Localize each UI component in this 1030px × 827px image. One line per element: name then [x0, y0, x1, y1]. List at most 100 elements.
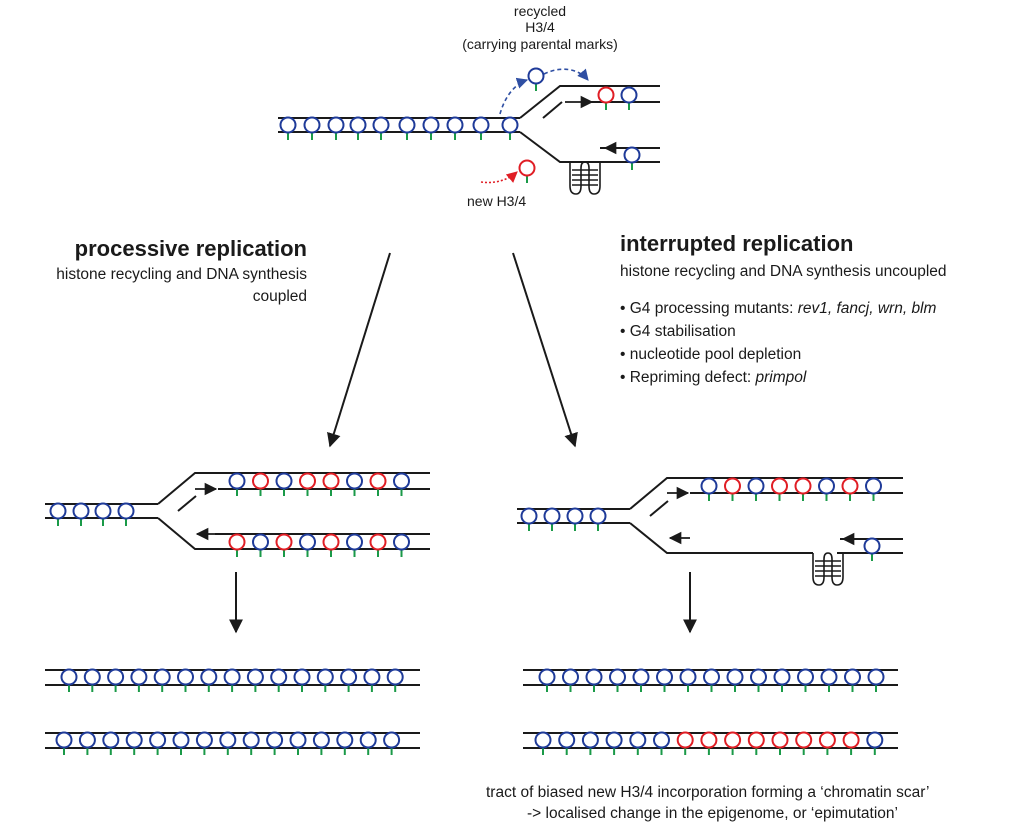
cause-bullet: • Repriming defect: primpol [620, 369, 807, 386]
parental-histone [49, 502, 67, 526]
parental-histone [359, 731, 377, 755]
new-histone [724, 477, 741, 501]
parental-histone [372, 116, 390, 140]
parental-histone [346, 472, 363, 496]
new-histone [322, 472, 340, 496]
parental-histone [609, 668, 626, 692]
parental-histone [279, 116, 297, 140]
parental-histone [125, 731, 143, 755]
recycled-label-1: recycled [514, 3, 566, 19]
parental-histone [543, 507, 561, 531]
new-histone [322, 533, 340, 557]
parental-histone [346, 533, 363, 557]
parental-histone [538, 668, 556, 692]
parental-histone [623, 146, 641, 170]
new-histone [771, 477, 788, 501]
parental-histone [228, 472, 246, 496]
arrow-to-interrupted [512, 252, 578, 448]
parental-histone [289, 731, 307, 755]
parental-histone [472, 116, 490, 140]
parental-histone [336, 731, 354, 755]
parental-histone [172, 731, 190, 755]
new-histone [842, 731, 860, 755]
parental-histone [818, 477, 835, 501]
parental-histone [102, 731, 120, 755]
new-histone [771, 731, 789, 755]
cause-bullet: • G4 stabilisation [620, 323, 736, 340]
new-histone [518, 159, 536, 183]
lagging-parental-strand [519, 131, 660, 163]
footer-line-1: tract of biased new H3/4 incorporation f… [486, 784, 929, 801]
parental-histone [55, 731, 73, 755]
processive-subtitle-2: coupled [253, 288, 307, 305]
recycle-arrow-down [543, 68, 589, 81]
parental-histone [303, 116, 321, 140]
parental-histone [94, 502, 112, 526]
parental-histone [149, 731, 167, 755]
new-histone [252, 472, 269, 496]
parental-histone [566, 507, 584, 531]
parental-histone [386, 668, 404, 692]
new-histone [724, 731, 742, 755]
footer-line-2: -> localised change in the epigenome, or… [527, 805, 898, 822]
parental-histone [820, 668, 838, 692]
parental-histone [393, 472, 410, 496]
parental-histone [501, 116, 519, 140]
nucleosomes [49, 67, 885, 755]
parental-histone [867, 668, 885, 692]
parental-histone [177, 668, 194, 692]
parental-histone [340, 668, 358, 692]
cause-bullet: • G4 processing mutants: rev1, fancj, wr… [620, 300, 937, 317]
new-histone-label: new H3/4 [467, 193, 526, 209]
cause-bullet: • nucleotide pool depletion [620, 346, 801, 363]
parental-histone [242, 731, 260, 755]
parental-histone [863, 537, 881, 561]
parental-histone [620, 86, 638, 110]
new-histone [818, 731, 836, 755]
parental-histone [107, 668, 125, 692]
parental-histone [363, 668, 381, 692]
parental-histone [750, 668, 767, 692]
parental-histone [656, 668, 673, 692]
new-histone [369, 472, 387, 496]
processive-heading: processive replication [75, 236, 307, 261]
parental-histone [246, 668, 264, 692]
parental-histone [270, 668, 288, 692]
parental-histone [252, 533, 269, 557]
parental-histone [629, 731, 647, 755]
parental-histone [195, 731, 213, 755]
parental-histone [223, 668, 241, 692]
parental-histone [605, 731, 623, 755]
interrupted-causes-list: • G4 processing mutants: rev1, fancj, wr… [620, 300, 937, 386]
leading-parental-strand [519, 85, 660, 119]
parental-histone [558, 731, 576, 755]
new-histone [841, 477, 859, 501]
parental-histone [349, 116, 367, 140]
leading-gap-line [542, 101, 563, 119]
new-histone [794, 477, 812, 501]
parental-histone [383, 731, 401, 755]
parental-histone [562, 668, 579, 692]
parental-histone [653, 731, 670, 755]
parental-histone [520, 507, 538, 531]
parental-histone [534, 731, 552, 755]
parental-histone [72, 502, 90, 526]
parental-histone [679, 668, 697, 692]
parental-histone [266, 731, 284, 755]
dna-strands [45, 85, 903, 749]
g-quadruplex-right [812, 552, 844, 586]
parental-histone [293, 668, 311, 692]
parental-histone [327, 116, 345, 140]
new-histone-arrow [480, 171, 518, 184]
parental-histone [700, 477, 718, 501]
new-histone [369, 533, 387, 557]
processive-subtitle-1: histone recycling and DNA synthesis [56, 266, 307, 283]
parental-histone [844, 668, 861, 692]
parental-histone [130, 668, 148, 692]
parental-histone [398, 116, 416, 140]
parental-histone [275, 472, 293, 496]
interrupted-subtitle: histone recycling and DNA synthesis unco… [620, 263, 947, 280]
new-histone [275, 533, 293, 557]
parental-histone [747, 477, 765, 501]
recycled-label-2: H3/4 [525, 19, 555, 35]
